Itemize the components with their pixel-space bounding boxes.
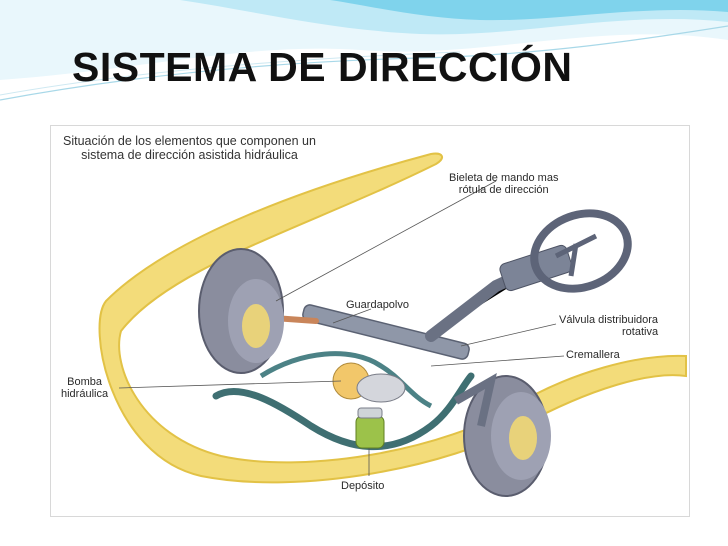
caption-line-1: Situación de los elementos que componen …: [63, 134, 316, 148]
steering-diagram: Situación de los elementos que componen …: [50, 125, 690, 517]
reservoir: [355, 415, 385, 449]
slide-title: SISTEMA DE DIRECCIÓN: [72, 44, 573, 90]
header-waves: [0, 0, 728, 101]
label-guardapolvo: Guardapolvo: [346, 299, 409, 311]
return-hose: [259, 351, 433, 409]
label-deposito: Depósito: [341, 480, 385, 492]
label-bomba: Bomba hidráulica: [61, 376, 109, 400]
steering-wheel: [530, 209, 632, 293]
steering-illustration: [98, 152, 687, 497]
diagram-caption: Situación de los elementos que componen …: [63, 134, 316, 162]
caption-line-2: sistema de dirección asistida hidráulica: [81, 148, 298, 162]
label-cremallera: Cremallera: [566, 349, 620, 361]
label-bieleta: Bieleta de mando mas rótula de dirección: [449, 172, 559, 196]
label-valvula: Válvula distribuidora rotativa: [559, 314, 659, 338]
